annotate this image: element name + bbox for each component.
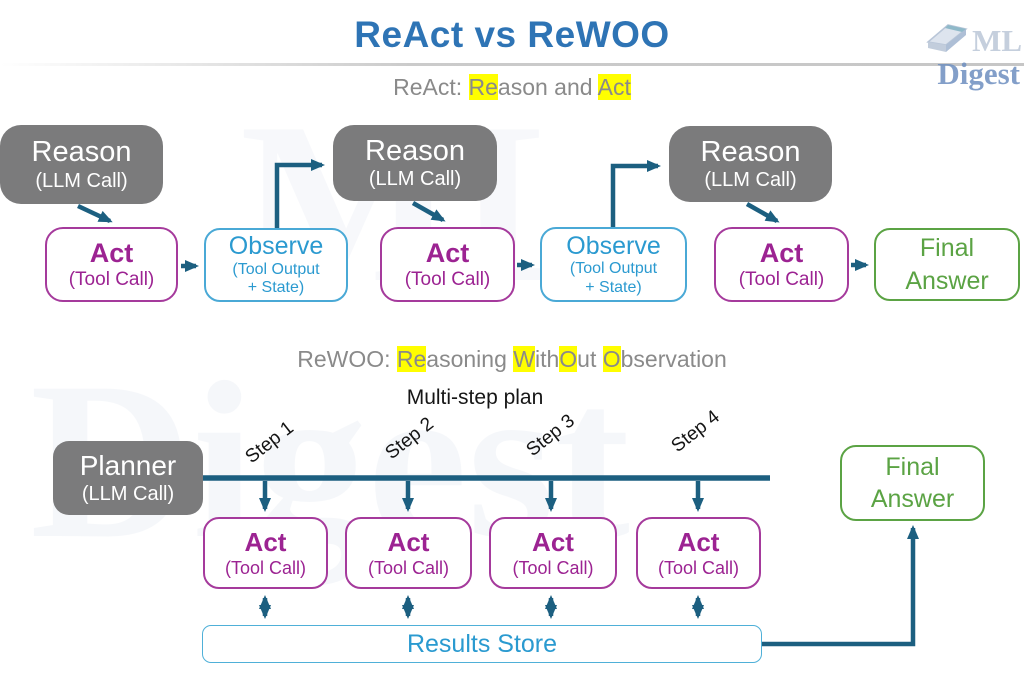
step-label-2: Step 2 — [381, 413, 438, 464]
act-step-box-3-title: Act — [532, 526, 574, 557]
results-store-label: Results Store — [406, 629, 558, 658]
final-answer-box-react: Final Answer — [874, 228, 1020, 301]
act-step-box-4: Act (Tool Call) — [636, 517, 761, 589]
reason-to-act-arrow-2 — [411, 201, 446, 222]
multi-step-plan-label: Multi-step plan — [406, 386, 544, 409]
react-heading: ReAct: Reason and Act — [393, 74, 631, 100]
reason-box-3: Reason (LLM Call) — [669, 126, 832, 202]
planner-box: Planner (LLM Call) — [53, 441, 203, 515]
act-box-2-subtitle: (Tool Call) — [404, 269, 491, 291]
act-box-2: Act (Tool Call) — [380, 227, 515, 302]
act-step-box-1-subtitle: (Tool Call) — [224, 557, 307, 578]
final-answer-react-title: Final Answer — [905, 234, 989, 295]
final-answer-rewoo-title: Final Answer — [870, 452, 955, 514]
ml-digest-logo: ML Digest — [896, 16, 1022, 89]
observe-to-reason-arrow-1 — [274, 159, 325, 228]
reason-to-act-arrow-1 — [77, 203, 113, 224]
act-step-box-4-subtitle: (Tool Call) — [657, 557, 740, 578]
act-step-box-2-title: Act — [387, 526, 430, 557]
planner-box-title: Planner — [79, 450, 177, 482]
title-divider — [0, 63, 1024, 66]
act-box-2-title: Act — [425, 238, 470, 269]
final-answer-box-rewoo: Final Answer — [840, 445, 985, 521]
act-box-1-subtitle: (Tool Call) — [68, 269, 155, 291]
reason-to-act-arrow-3 — [745, 202, 780, 223]
step-label-4: Step 4 — [667, 406, 724, 457]
act-box-1: Act (Tool Call) — [45, 227, 178, 302]
reason-box-2-title: Reason — [365, 134, 465, 167]
results-to-final-arrow — [762, 525, 919, 647]
act-step-box-3: Act (Tool Call) — [489, 517, 617, 589]
reason-box-2-subtitle: (LLM Call) — [368, 168, 462, 191]
results-store-box: Results Store — [202, 625, 762, 663]
reason-box-1-subtitle: (LLM Call) — [35, 169, 128, 192]
book-icon — [926, 24, 968, 52]
act-box-3-subtitle: (Tool Call) — [738, 269, 825, 291]
observe-box-1: Observe (Tool Output + State) — [204, 228, 348, 302]
step-label-3: Step 3 — [522, 410, 579, 461]
observe-box-2-subtitle: (Tool Output + State) — [569, 260, 658, 296]
logo-ml-text: ML — [972, 23, 1022, 58]
reason-box-1-title: Reason — [31, 136, 132, 169]
reason-box-3-subtitle: (LLM Call) — [704, 169, 797, 192]
step-label-1: Step 1 — [241, 417, 298, 468]
reason-box-2: Reason (LLM Call) — [333, 125, 497, 201]
act-step-box-3-subtitle: (Tool Call) — [512, 557, 594, 578]
rewoo-heading: ReWOO: Reasoning WithOut Observation — [297, 346, 727, 372]
act-step-box-2-subtitle: (Tool Call) — [367, 557, 450, 578]
act-step-box-1: Act (Tool Call) — [203, 517, 328, 589]
observe-box-2-title: Observe — [566, 231, 661, 260]
act-step-box-2: Act (Tool Call) — [345, 517, 472, 589]
observe-box-1-title: Observe — [228, 232, 324, 261]
observe-to-reason-arrow-2 — [610, 160, 661, 227]
act-box-1-title: Act — [89, 238, 134, 269]
act-box-3-title: Act — [759, 238, 804, 269]
reason-box-1: Reason (LLM Call) — [0, 125, 163, 204]
act-step-box-4-title: Act — [677, 526, 720, 557]
page-title: ReAct vs ReWOO — [354, 14, 670, 55]
observe-box-2: Observe (Tool Output + State) — [540, 227, 687, 302]
planner-box-subtitle: (LLM Call) — [81, 482, 175, 505]
act-box-3: Act (Tool Call) — [714, 227, 849, 302]
reason-box-3-title: Reason — [700, 135, 801, 168]
observe-box-1-subtitle: (Tool Output + State) — [232, 260, 320, 297]
act-step-box-1-title: Act — [244, 526, 287, 557]
logo-digest-text: Digest — [937, 56, 1020, 91]
